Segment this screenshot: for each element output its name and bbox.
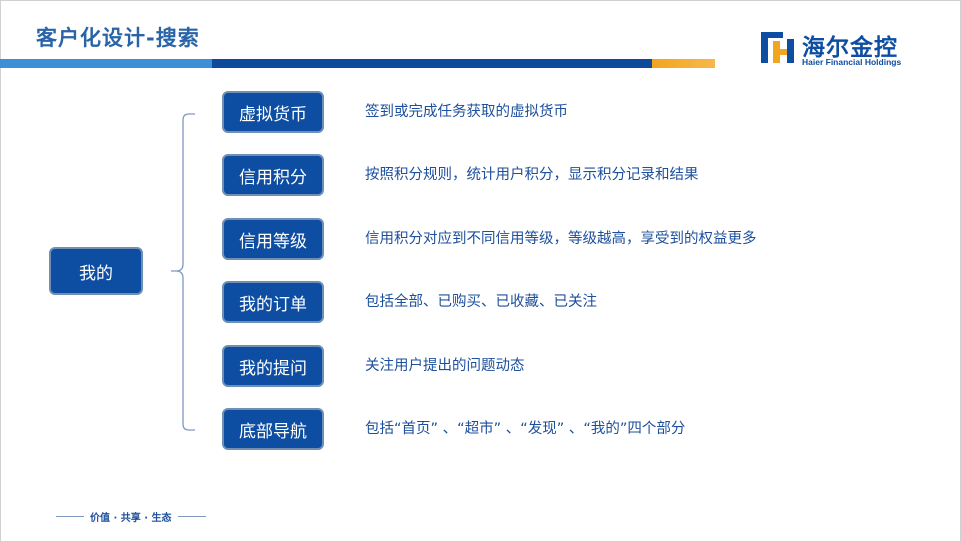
node-credit-points: 信用积分 [222,154,324,196]
desc-credit-level: 信用积分对应到不同信用等级，等级越高，享受到的权益更多 [365,231,757,247]
node-virtual-currency: 虚拟货币 [222,91,324,133]
logo-english-name: Haier Financial Holdings [802,57,902,67]
desc-virtual-currency: 签到或完成任务获取的虚拟货币 [365,104,568,120]
header-bar-light-blue [0,59,212,68]
node-my-questions: 我的提问 [222,345,324,387]
page-title: 客户化设计-搜索 [36,26,200,50]
root-node-mine: 我的 [49,247,143,295]
footer-slogan: 价值 · 共享 · 生态 [56,509,206,524]
node-bottom-navigation: 底部导航 [222,408,324,450]
desc-my-orders: 包括全部、已购买、已收藏、已关注 [365,294,597,310]
footer-rule-right [177,516,206,517]
node-my-orders: 我的订单 [222,281,324,323]
desc-bottom-navigation: 包括“首页” 、“超市” 、“发现” 、“我的”四个部分 [365,421,686,437]
header-bar-orange [652,59,715,68]
node-credit-level: 信用等级 [222,218,324,260]
footer-rule-left [56,516,84,517]
logo-mark-icon [760,29,796,65]
desc-my-questions: 关注用户提出的问题动态 [365,358,525,374]
header-bar-dark-blue [212,59,652,68]
company-logo: 海尔金控 Haier Financial Holdings [760,28,930,70]
logo-chinese-name: 海尔金控 [802,34,898,61]
desc-credit-points: 按照积分规则，统计用户积分，显示积分记录和结果 [365,167,699,183]
footer-slogan-text: 价值 · 共享 · 生态 [90,513,172,524]
